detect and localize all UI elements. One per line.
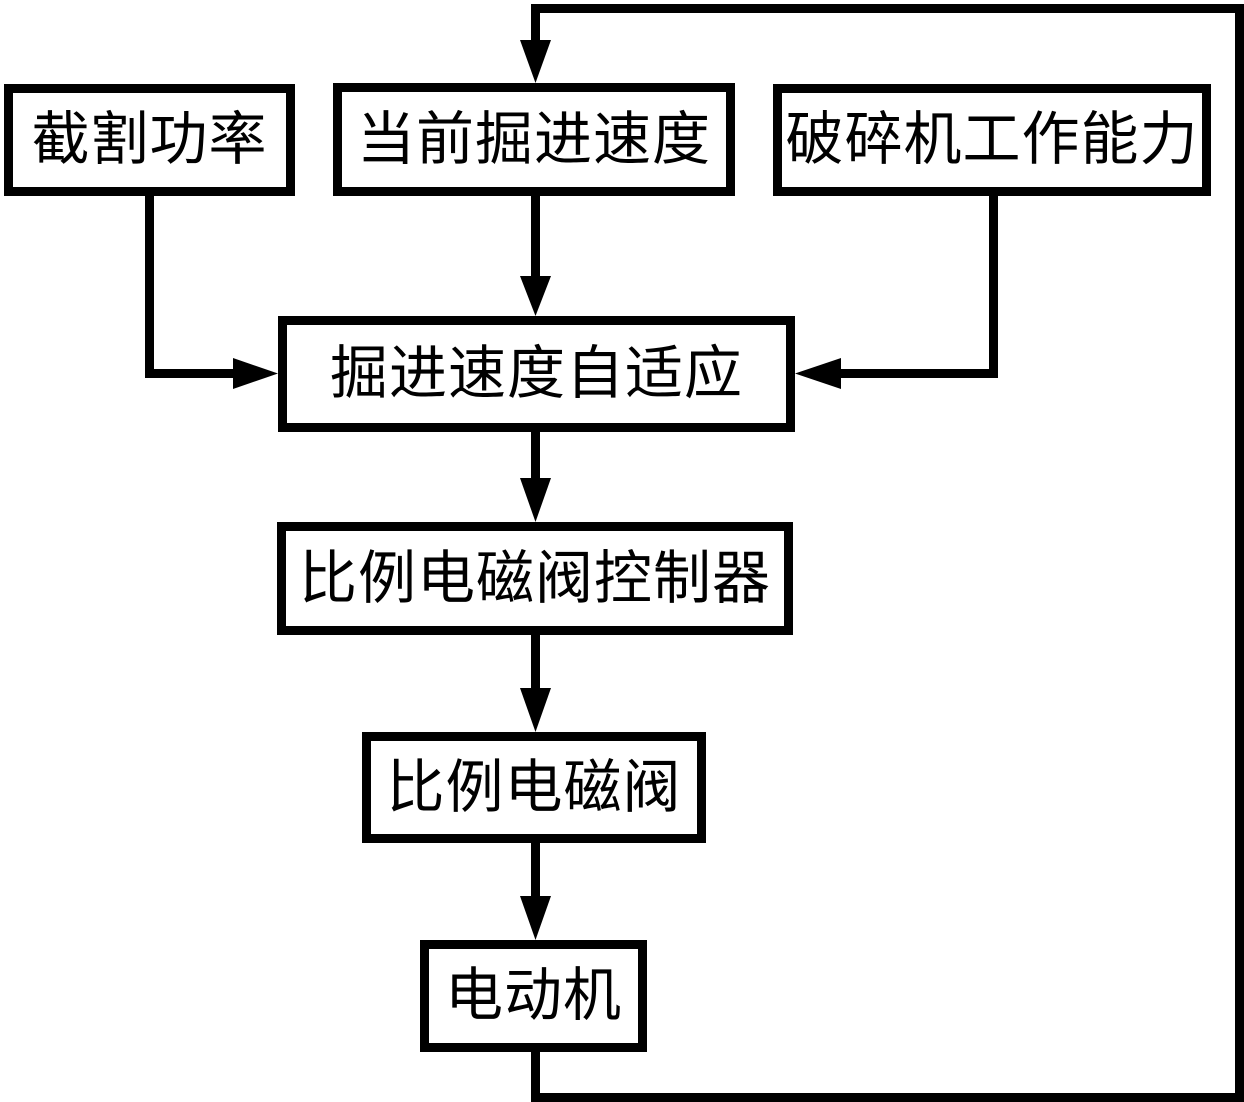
node-cutting-power-label: 截割功率 xyxy=(31,107,268,172)
edge-current-speed-to-speed-adaptive xyxy=(520,196,551,316)
edge-cutting-power-to-speed-adaptive xyxy=(145,196,278,389)
edge-line xyxy=(841,196,998,378)
edge-feedback-arrowhead-icon xyxy=(520,40,551,83)
edge-arrowhead-icon xyxy=(520,896,551,940)
node-crusher-capacity: 破碎机工作能力 xyxy=(773,84,1211,196)
node-current-speed: 当前掘进速度 xyxy=(333,83,735,196)
node-motor: 电动机 xyxy=(420,940,647,1052)
node-valve-controller: 比例电磁阀控制器 xyxy=(277,522,793,635)
node-motor-label: 电动机 xyxy=(444,963,622,1028)
edge-feedback-line xyxy=(531,4,1244,1102)
node-speed-adaptive: 掘进速度自适应 xyxy=(278,316,795,432)
edge-arrowhead-icon xyxy=(520,276,551,316)
edge-arrowhead-icon xyxy=(520,688,551,732)
edge-arrowhead-icon xyxy=(795,358,841,389)
node-current-speed-label: 当前掘进速度 xyxy=(356,106,711,172)
node-speed-adaptive-label: 掘进速度自适应 xyxy=(329,341,743,406)
edge-valve-controller-to-prop-valve xyxy=(520,635,551,732)
edge-motor-to-current-speed xyxy=(520,4,1244,1102)
edge-arrowhead-icon xyxy=(520,478,551,522)
edge-line xyxy=(145,196,233,378)
node-cutting-power: 截割功率 xyxy=(4,84,295,196)
node-valve-controller-label: 比例电磁阀控制器 xyxy=(298,545,771,611)
edge-prop-valve-to-motor xyxy=(520,843,551,940)
node-crusher-capacity-label: 破碎机工作能力 xyxy=(785,107,1199,172)
edge-arrowhead-icon xyxy=(233,358,278,389)
edge-crusher-capacity-to-speed-adaptive xyxy=(795,196,998,389)
edge-speed-adaptive-to-valve-controller xyxy=(520,432,551,522)
node-prop-valve-label: 比例电磁阀 xyxy=(386,754,682,820)
node-prop-valve: 比例电磁阀 xyxy=(362,732,706,843)
